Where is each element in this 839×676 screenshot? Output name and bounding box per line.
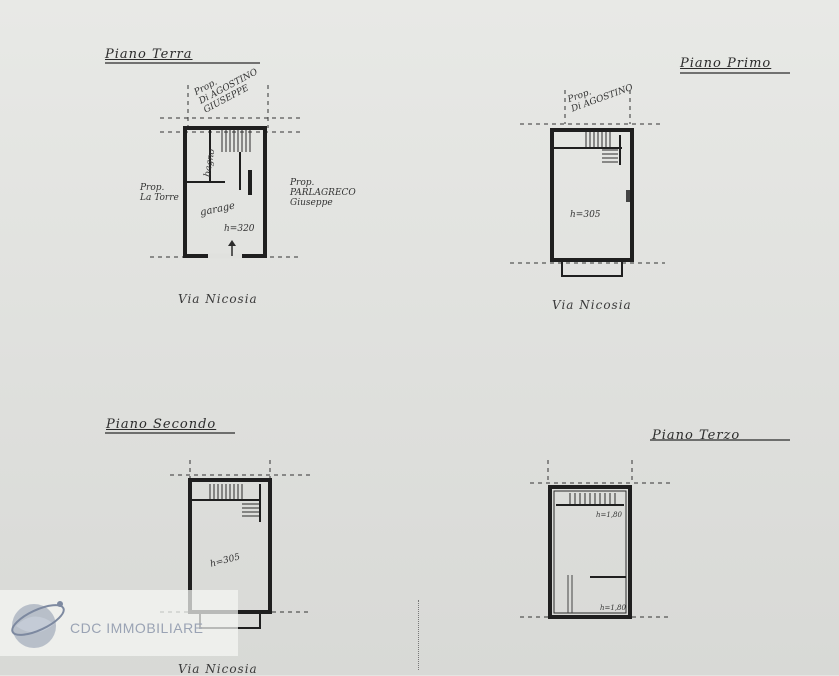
floor-plan-drawing: [510, 72, 790, 277]
floor-plan-piano-terzo: [520, 439, 810, 645]
floor-plan-drawing: [520, 439, 790, 619]
globe-icon-graphic: [11, 601, 65, 648]
neighbor-note-text: Prop. La Torre: [140, 183, 179, 203]
scan-mark: [418, 600, 420, 670]
ceiling-height-label-bottom: h=1,80: [600, 604, 626, 612]
floor-plan-piano-primo: [510, 72, 800, 280]
watermark-brand: CDC IMMOBILIARE: [70, 620, 204, 636]
plan-title-piano-secondo: Piano Secondo: [106, 417, 217, 432]
floor-plan-drawing: [105, 62, 300, 259]
watermark: CDC IMMOBILIARE: [0, 590, 238, 656]
plan-title-piano-terra: Piano Terra: [105, 47, 193, 62]
neighbor-note-right: Prop. PARLAGRECO Giuseppe: [290, 178, 356, 208]
floor-plan-piano-terra: [105, 62, 360, 270]
plan-title-piano-terzo: Piano Terzo: [652, 428, 741, 443]
street-label: Via Nicosia: [178, 662, 258, 676]
street-label: Via Nicosia: [552, 298, 632, 312]
neighbor-note-text: Prop. PARLAGRECO Giuseppe: [290, 178, 356, 208]
ceiling-height-label: h=320: [224, 224, 255, 234]
street-label: Via Nicosia: [178, 292, 258, 306]
globe-icon: [6, 594, 68, 656]
ceiling-height-label-top: h=1,80: [596, 511, 622, 519]
neighbor-note-left: Prop. La Torre: [140, 183, 179, 203]
ceiling-height-label: h=305: [570, 210, 601, 220]
plan-title-piano-primo: Piano Primo: [680, 56, 772, 71]
